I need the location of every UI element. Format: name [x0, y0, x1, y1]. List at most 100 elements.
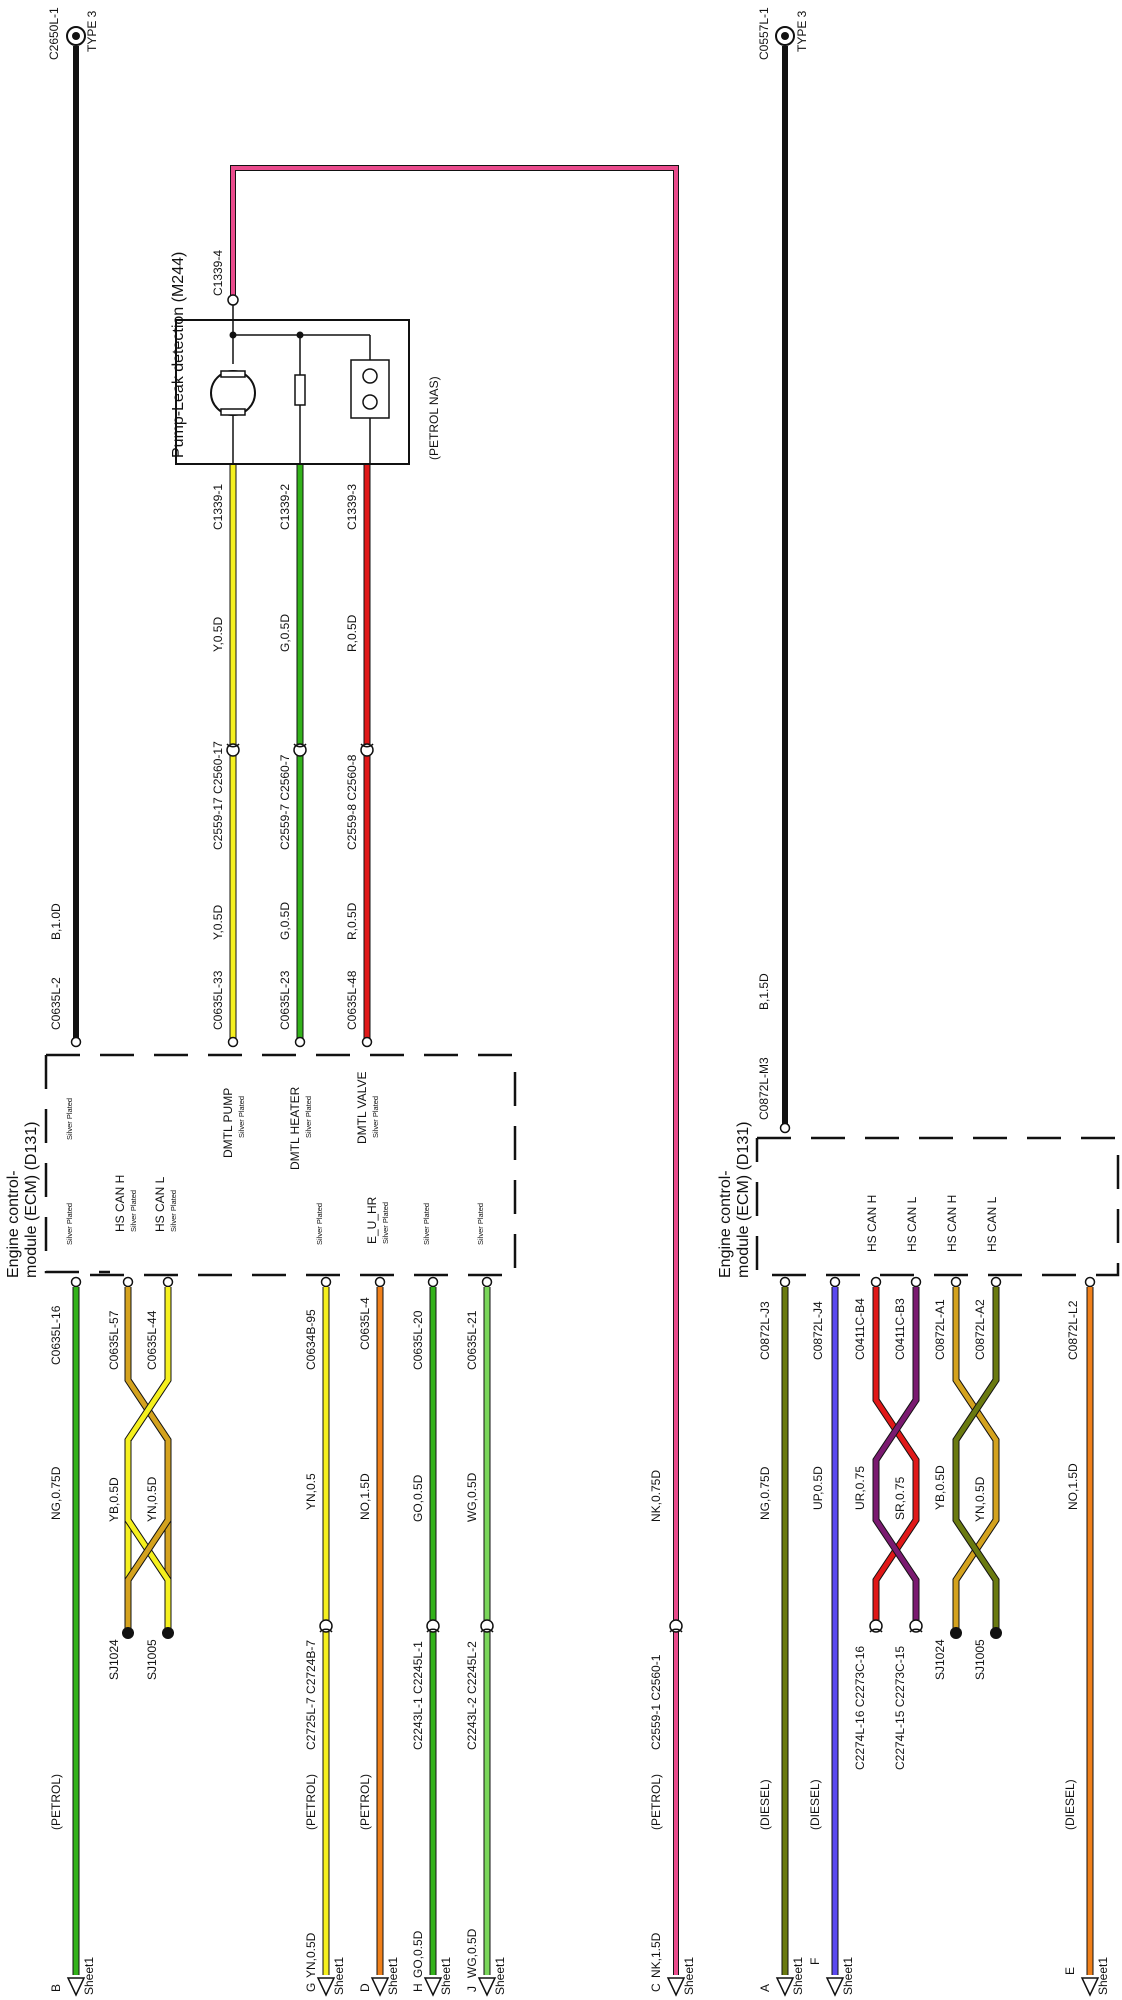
bottom-wire-spec-4: SR,0.75: [893, 1476, 907, 1520]
bottom-wire-spec-2: UP,0.5D: [811, 1466, 825, 1510]
ecm-pin-dmtl-heater-silver: Silver Plated: [304, 1096, 313, 1138]
ecm-bottom-title-1: Engine control-: [717, 1170, 734, 1278]
top-wire-inline-7: C2243L-2 C2245L-2: [465, 1641, 479, 1750]
top-wire-spec-8: NK,0.75D: [649, 1470, 663, 1522]
sheet-g-spec: YN,0.5D: [304, 1932, 318, 1978]
sheet-a-letter: A: [758, 1984, 772, 1992]
bottom-wire-splice-5: SJ1024: [933, 1639, 947, 1680]
sheet-arrows: [66, 1977, 1100, 1997]
bottom-wire-conn-4: C0411C-B3: [893, 1298, 907, 1360]
twisted-pair-hs-bottom: [950, 1287, 1002, 1639]
bottom-wire-spec-6: YN,0.5D: [973, 1476, 987, 1522]
pump-pin-c1339-4: [227, 294, 239, 306]
pump-pin-label-3: C1339-3: [345, 484, 359, 530]
ecm-pin-16-silver: Silver Plated: [65, 1203, 74, 1245]
top-wire-inline-6: C2243L-1 C2245L-1: [411, 1641, 425, 1750]
sheet-f-sheet: Sheet1: [841, 1957, 855, 1995]
top-wire-conn-3: C0635L-44: [145, 1310, 159, 1370]
sheet-j-letter: J: [465, 1986, 479, 1992]
sheet-g-letter: G: [304, 1983, 318, 1992]
ground-connector-bottom: C0557L-1: [757, 7, 771, 60]
sheet-h-sheet: Sheet1: [439, 1957, 453, 1995]
top-wire-conn-6: C0635L-20: [411, 1310, 425, 1370]
ground-wire-conn-bottom: C0872L-M3: [757, 1057, 771, 1120]
bottom-wire-conn-5: C0872L-A1: [933, 1299, 947, 1360]
pump-wire-ecm-spec-1: Y,0.5D: [211, 905, 225, 940]
ecm-bottom-hs-can-l-1: HS CAN L: [905, 1196, 919, 1252]
ecm-pin-e-u-hr-silver: Silver Plated: [381, 1202, 390, 1244]
bottom-wire-conn-7: C0872L-L2: [1066, 1300, 1080, 1360]
sheet-c-sheet: Sheet1: [682, 1957, 696, 1995]
pump-wire-spec-g-upper: G,0.5D: [278, 614, 292, 652]
top-wire-conn-7: C0635L-21: [465, 1310, 479, 1370]
top-wire-conn-2: C0635L-57: [107, 1310, 121, 1370]
ecm-top-title-2: module (ECM) (D131): [23, 1122, 40, 1278]
pump-leak-detection-module: [175, 300, 410, 465]
sheet-a-sheet: Sheet1: [791, 1957, 805, 1995]
sheet-g-sheet: Sheet1: [332, 1957, 346, 1995]
bottom-wire-spec-1: NG,0.75D: [758, 1466, 772, 1520]
ecm-top-pins: [70, 1036, 493, 1288]
pump-note: (PETROL NAS): [427, 376, 441, 460]
top-wire-spec-3: YN,0.5D: [145, 1476, 159, 1522]
bottom-wire-conn-6: C0872L-A2: [973, 1299, 987, 1360]
top-wire-spec-6: GO,0.5D: [411, 1474, 425, 1522]
sheet-b-note: (PETROL): [49, 1774, 63, 1830]
bottom-wire-inline-3: C2274L-16 C2273C-16: [853, 1646, 867, 1770]
sheet-a-note: (DIESEL): [758, 1779, 772, 1830]
top-wire-spec-5: NO,1.5D: [358, 1473, 372, 1520]
ecm-pin-hs-can-h-silver: Silver Plated: [129, 1190, 138, 1232]
ecm-top-title-1: Engine control-: [5, 1170, 22, 1278]
twisted-pair-can-bottom: [872, 1287, 920, 1620]
inline-connector-c2559-17: [226, 743, 240, 757]
ecm-bottom-pins: [779, 1276, 1096, 1288]
sheet-f-note: (DIESEL): [808, 1779, 822, 1830]
pump-inline-label-1: C2559-17 C2560-17: [211, 741, 225, 850]
sheet-e-letter: E: [1063, 1967, 1077, 1975]
pump-wire-spec-y-upper: Y,0.5D: [211, 617, 225, 652]
bottom-wire-inline-4: C2274L-15 C2273C-15: [893, 1646, 907, 1770]
top-wire-spec-2: YB,0.5D: [107, 1477, 121, 1522]
sheet-d-letter: D: [358, 1983, 372, 1992]
sheet-d-sheet: Sheet1: [386, 1957, 400, 1995]
bottom-wire-spec-3: UR,0.75: [853, 1466, 867, 1510]
pump-wire-spec-r-upper: R,0.5D: [345, 614, 359, 652]
ground-type-top: TYPE 3: [85, 10, 99, 52]
inline-connector-c2243l-1: [426, 1619, 440, 1633]
sheet-c-spec: NK,1.5D: [649, 1932, 663, 1978]
ecm-bottom-hs-can-h-2: HS CAN H: [945, 1195, 959, 1252]
ground-connector-top: C2650L-1: [47, 7, 61, 60]
pump-wire-ecm-spec-3: R,0.5D: [345, 902, 359, 940]
sheet-g-note: (PETROL): [304, 1774, 318, 1830]
bottom-wire-conn-1: C0872L-J3: [758, 1301, 772, 1360]
ecm-bottom-title-2: module (ECM) (D131): [735, 1122, 752, 1278]
ecm-pin-hs-can-l: HS CAN L: [153, 1176, 167, 1232]
ecm-pin-dmtl-valve: DMTL VALVE: [355, 1072, 369, 1144]
pump-wire-ecm-conn-2: C0635L-23: [278, 970, 292, 1030]
ground-type-bottom: TYPE 3: [795, 10, 809, 52]
sheet-j-sheet: Sheet1: [493, 1957, 507, 1995]
sheet-j-spec: WG,0.5D: [465, 1928, 479, 1978]
inline-connector-c2274l-15: [909, 1619, 923, 1633]
ground-wire-spec-top: B,1.0D: [49, 903, 63, 940]
ecm-bottom-hs-can-h-1: HS CAN H: [865, 1195, 879, 1252]
sheet-c-note: (PETROL): [649, 1774, 663, 1830]
twisted-pair-top: [122, 1287, 174, 1639]
top-wire-spec-4: YN,0.5: [304, 1473, 318, 1510]
ecm-pin-95-silver: Silver Plated: [315, 1203, 324, 1245]
top-wire-spec-1: NG,0.75D: [49, 1466, 63, 1520]
inline-connector-c2274l-16: [869, 1619, 883, 1633]
ecm-top-outline: [44, 1053, 517, 1277]
top-wire-conn-1: C0635L-16: [49, 1305, 63, 1365]
ecm-bottom-hs-can-l-2: HS CAN L: [985, 1196, 999, 1252]
top-wire-inline-4: C2725L-7 C2724B-7: [304, 1640, 318, 1750]
ecm-pin-20-silver: Silver Plated: [422, 1203, 431, 1245]
pump-wire-ecm-conn-1: C0635L-33: [211, 970, 225, 1030]
pump-top-pin-label: C1339-4: [211, 250, 225, 296]
ecm-pin-hs-can-l-silver: Silver Plated: [169, 1190, 178, 1232]
top-wire-spec-7: WG,0.5D: [465, 1472, 479, 1522]
ecm-pin-dmtl-pump: DMTL PUMP: [221, 1088, 235, 1158]
top-wire-inline-8: C2559-1 C2560-1: [649, 1654, 663, 1750]
pump-pin-label-1: C1339-1: [211, 484, 225, 530]
ecm-pin-hs-can-h: HS CAN H: [113, 1175, 127, 1232]
